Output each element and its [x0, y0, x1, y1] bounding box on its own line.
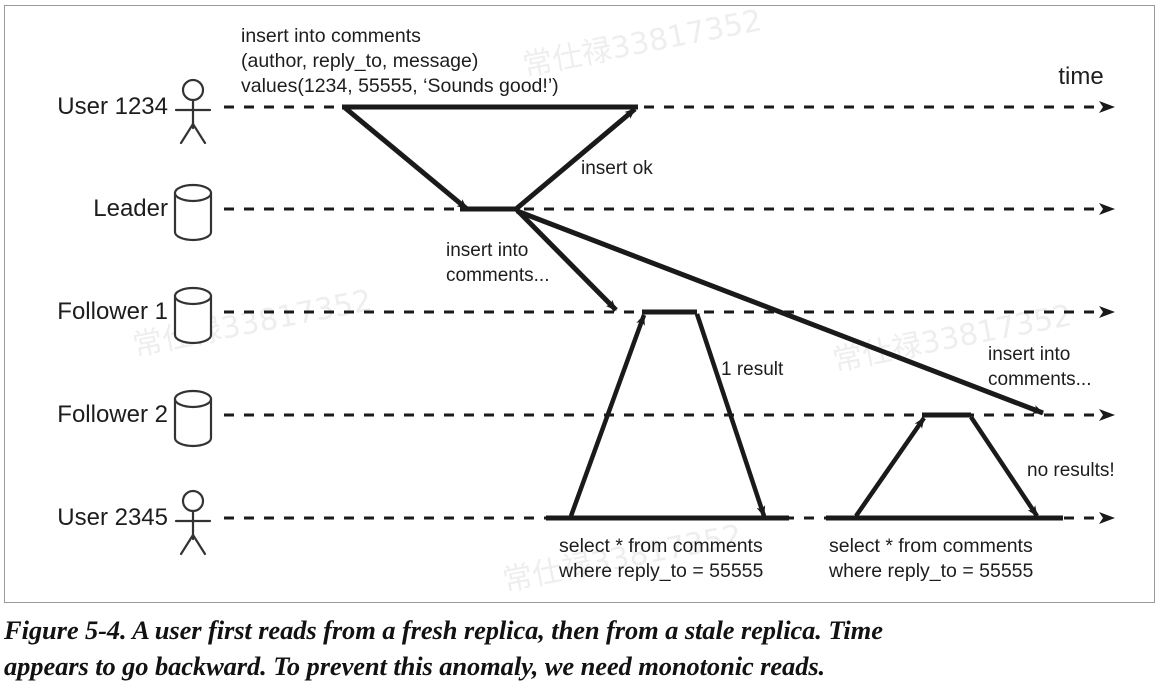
message-label-read-1-result: 1 result	[721, 359, 784, 380]
sequence-diagram: 常仕禄33817352 常仕禄33817352 常仕禄33817352 常仕禄3…	[57, 6, 1115, 599]
message-label-read-2-request-line-1: select * from comments	[829, 535, 1033, 557]
actor-stick-figure-icon	[174, 489, 212, 556]
message-label-replicate-f1-line-1: insert into	[446, 240, 528, 261]
watermark-text: 常仕禄33817352	[500, 518, 745, 599]
actor-stick-figure-icon	[174, 78, 212, 145]
figure-caption-line-2: appears to go backward. To prevent this …	[4, 651, 826, 681]
participant-label-user-2345: User 2345	[57, 504, 168, 531]
arrow-write-request	[342, 105, 469, 211]
watermark-text: 常仕禄33817352	[520, 6, 765, 84]
lifeline-arrowheads	[1099, 101, 1115, 524]
message-label-replicate-f2-line-2: comments...	[988, 369, 1091, 390]
message-label-replicate-f2-line-1: insert into	[988, 344, 1070, 365]
arrow-read-2-result	[969, 415, 1039, 518]
participant-label-user-1234: User 1234	[57, 93, 168, 120]
message-label-write-request-line-2: (author, reply_to, message)	[241, 50, 478, 72]
figure-caption-line-1: Figure 5-4. A user first reads from a fr…	[4, 615, 883, 645]
database-cylinder-icon	[173, 389, 213, 448]
participant-label-follower-1: Follower 1	[57, 298, 168, 325]
message-label-replicate-f1-line-2: comments...	[446, 265, 549, 286]
arrow-replicate-follower-2	[516, 208, 1044, 416]
time-axis-label: time	[1058, 63, 1103, 90]
message-label-read-2-result: no results!	[1027, 460, 1115, 481]
participant-label-leader: Leader	[93, 195, 168, 222]
database-cylinder-icon	[173, 286, 213, 345]
message-label-write-request-line-1: insert into comments	[241, 25, 421, 47]
message-label-write-request-line-3: values(1234, 55555, ‘Sounds good!’)	[241, 75, 559, 97]
arrow-read-2-request	[854, 416, 926, 518]
message-label-insert-ok: insert ok	[581, 158, 653, 179]
message-label-read-2-request-line-2: where reply_to = 55555	[828, 560, 1034, 582]
arrow-read-1-result	[694, 313, 767, 517]
arrow-insert-ok	[514, 107, 637, 211]
activation-bars	[342, 104, 1063, 521]
figure-caption: Figure 5-4. A user first reads from a fr…	[4, 612, 1144, 684]
arrow-replicate-follower-1	[515, 208, 618, 312]
message-label-read-1-request-line-2: where reply_to = 55555	[558, 560, 764, 582]
watermark-text: 常仕禄33817352	[830, 298, 1075, 379]
participant-label-follower-2: Follower 2	[57, 401, 168, 428]
arrow-read-1-request	[568, 314, 647, 517]
figure-frame: 常仕禄33817352 常仕禄33817352 常仕禄33817352 常仕禄3…	[4, 5, 1155, 603]
message-label-read-1-request-line-1: select * from comments	[559, 535, 763, 557]
database-cylinder-icon	[173, 183, 213, 242]
